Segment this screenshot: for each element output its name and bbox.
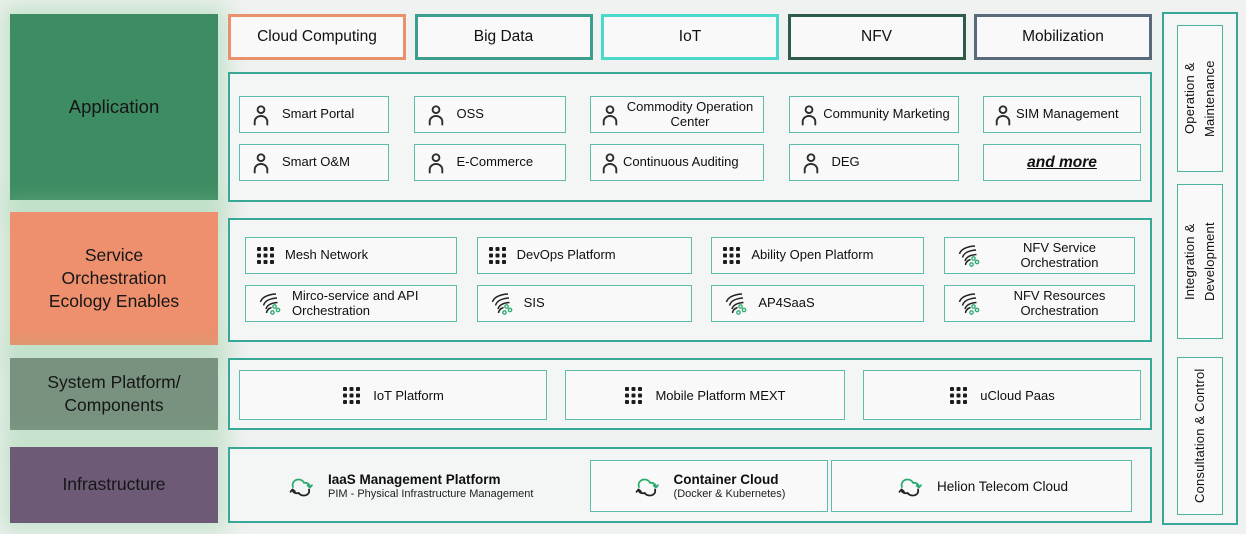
- item-sublabel: (Docker & Kubernetes): [673, 488, 786, 500]
- item-and-more: and more: [983, 144, 1141, 181]
- flow-icon: [958, 244, 980, 267]
- item-label: OSS: [456, 106, 484, 122]
- item-text: IaaS Management Platform PIM - Physical …: [328, 472, 533, 500]
- flow-icon: [259, 292, 281, 315]
- tab-iot: IoT: [601, 14, 779, 60]
- grid-icon: [625, 386, 643, 404]
- item-sim-management: SIM Management: [983, 96, 1141, 133]
- item-devops-platform: DevOps Platform: [476, 237, 692, 274]
- item-label: SIM Management: [1016, 106, 1119, 122]
- item-label: SIS: [523, 295, 545, 311]
- item-label: AP4SaaS: [758, 295, 815, 311]
- service-row-1: Mesh Network DevOps Platform Ability Ope…: [245, 237, 1135, 274]
- item-label: NFV Resources Orchestration: [1013, 287, 1106, 318]
- item-smart-om: Smart O&M: [239, 144, 389, 181]
- grid-icon: [950, 386, 968, 404]
- flow-icon: [726, 292, 747, 315]
- tab-nfv: NFV: [787, 14, 966, 60]
- row-label-system-platform: System Platform/ Components: [10, 358, 218, 430]
- item-text: Container Cloud (Docker & Kubernetes): [674, 472, 786, 500]
- item-ucloud-paas: uCloud Paas: [863, 370, 1141, 420]
- item-label: Helion Telecom Cloud: [936, 478, 1069, 494]
- person-icon: [803, 152, 818, 173]
- person-icon: [253, 104, 269, 125]
- item-ap4saas: AP4SaaS: [711, 285, 925, 322]
- item-text: Helion Telecom Cloud: [937, 479, 1068, 494]
- item-label: Mirco-service and API Orchestration: [292, 287, 419, 318]
- grid-icon: [343, 386, 361, 404]
- item-iaas-management-platform: IaaS Management Platform PIM - Physical …: [230, 460, 586, 512]
- item-mesh-network: Mesh Network: [245, 237, 457, 274]
- item-iot-platform: IoT Platform: [239, 370, 547, 420]
- item-smart-portal: Smart Portal: [239, 96, 389, 133]
- item-label: IaaS Management Platform: [328, 472, 501, 487]
- tab-big-data: Big Data: [414, 14, 593, 60]
- item-label: and more: [1027, 153, 1097, 171]
- item-label: Commodity Operation Center: [626, 98, 754, 129]
- grid-icon: [488, 247, 506, 264]
- row-label-service-orchestration: Service Orchestration Ecology Enables: [10, 212, 218, 345]
- item-container-cloud: Container Cloud (Docker & Kubernetes): [589, 460, 828, 512]
- application-section: Smart Portal OSS Commodity Operation Cen…: [228, 72, 1152, 202]
- tab-mobilization: Mobilization: [974, 14, 1152, 60]
- item-mobile-platform-mext: Mobile Platform MEXT: [565, 370, 845, 420]
- application-row-1: Smart Portal OSS Commodity Operation Cen…: [239, 96, 1141, 133]
- person-icon: [995, 104, 1011, 125]
- item-nfv-service-orchestration: NFV Service Orchestration: [943, 237, 1135, 274]
- item-label: Smart O&M: [282, 154, 350, 170]
- person-icon: [428, 152, 443, 173]
- sidebar-item-integration-development: Integration & Development: [1177, 184, 1223, 339]
- item-label: DevOps Platform: [516, 247, 616, 263]
- item-community-marketing: Community Marketing: [788, 96, 959, 133]
- grid-icon: [257, 247, 274, 264]
- lifecycle-sidebar: Operation & Maintenance Integration & De…: [1162, 12, 1238, 525]
- flow-icon: [958, 292, 980, 315]
- service-row-2: Mirco-service and API Orchestration SIS …: [245, 285, 1135, 322]
- service-orchestration-section: Mesh Network DevOps Platform Ability Ope…: [228, 218, 1152, 342]
- item-e-commerce: E-Commerce: [413, 144, 566, 181]
- application-row-2: Smart O&M E-Commerce Continuous Auditing…: [239, 144, 1141, 181]
- item-helion-telecom-cloud: Helion Telecom Cloud: [831, 460, 1132, 512]
- item-oss: OSS: [413, 96, 566, 133]
- person-icon: [602, 152, 618, 173]
- person-icon: [253, 152, 269, 173]
- system-platform-section: IoT Platform Mobile Platform MEXT uCloud…: [228, 358, 1152, 430]
- item-label: Continuous Auditing: [623, 154, 739, 170]
- item-label: DEG: [831, 154, 860, 170]
- cloud-sync-icon: [635, 478, 659, 496]
- item-label: Mobile Platform MEXT: [655, 387, 786, 403]
- person-icon: [801, 104, 816, 125]
- grid-icon: [723, 247, 741, 264]
- sidebar-item-operation-maintenance: Operation & Maintenance: [1177, 25, 1223, 172]
- sidebar-item-consultation-control: Consultation & Control: [1177, 357, 1223, 515]
- infrastructure-section: IaaS Management Platform PIM - Physical …: [228, 447, 1152, 523]
- item-sis: SIS: [476, 285, 692, 322]
- item-label: Community Marketing: [823, 106, 950, 122]
- item-label: Mesh Network: [285, 247, 369, 263]
- item-label: Ability Open Platform: [751, 247, 874, 263]
- person-icon: [428, 104, 443, 125]
- item-label: uCloud Paas: [980, 387, 1055, 403]
- person-icon: [602, 104, 618, 125]
- item-commodity-operation-center: Commodity Operation Center: [590, 96, 764, 133]
- technology-tabs: Cloud Computing Big Data IoT NFV Mobiliz…: [228, 14, 1152, 60]
- cloud-sync-icon: [289, 478, 313, 496]
- item-deg: DEG: [788, 144, 959, 181]
- item-continuous-auditing: Continuous Auditing: [590, 144, 764, 181]
- item-sublabel: PIM - Physical Infrastructure Management: [328, 488, 534, 500]
- cloud-sync-icon: [898, 478, 922, 496]
- item-mirco-service-api-orchestration: Mirco-service and API Orchestration: [245, 285, 457, 322]
- item-label: NFV Service Orchestration: [1020, 239, 1099, 270]
- tab-cloud-computing: Cloud Computing: [228, 14, 406, 60]
- item-ability-open-platform: Ability Open Platform: [711, 237, 925, 274]
- item-nfv-resources-orchestration: NFV Resources Orchestration: [943, 285, 1135, 322]
- item-label: Container Cloud: [673, 472, 779, 487]
- flow-icon: [491, 292, 513, 315]
- item-label: E-Commerce: [456, 154, 534, 170]
- row-label-infrastructure: Infrastructure: [10, 447, 218, 523]
- item-label: Smart Portal: [282, 106, 355, 122]
- row-label-application: Application: [10, 14, 218, 200]
- item-label: IoT Platform: [373, 387, 444, 403]
